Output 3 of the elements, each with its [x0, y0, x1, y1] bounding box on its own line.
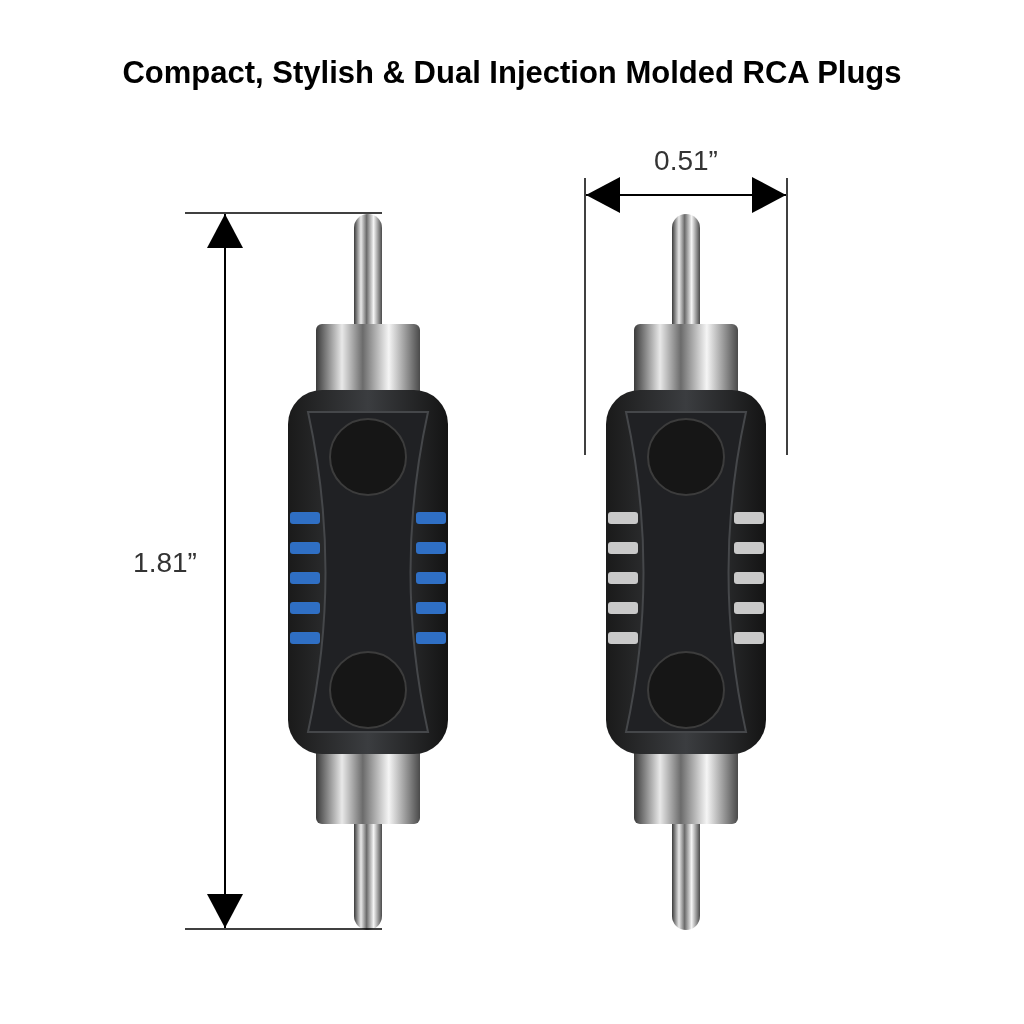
title: Compact, Stylish & Dual Injection Molded RCA Plugs — [121, 54, 903, 92]
dimension-label: 1.81” — [132, 546, 198, 580]
dimension-label: 0.51” — [653, 144, 719, 178]
